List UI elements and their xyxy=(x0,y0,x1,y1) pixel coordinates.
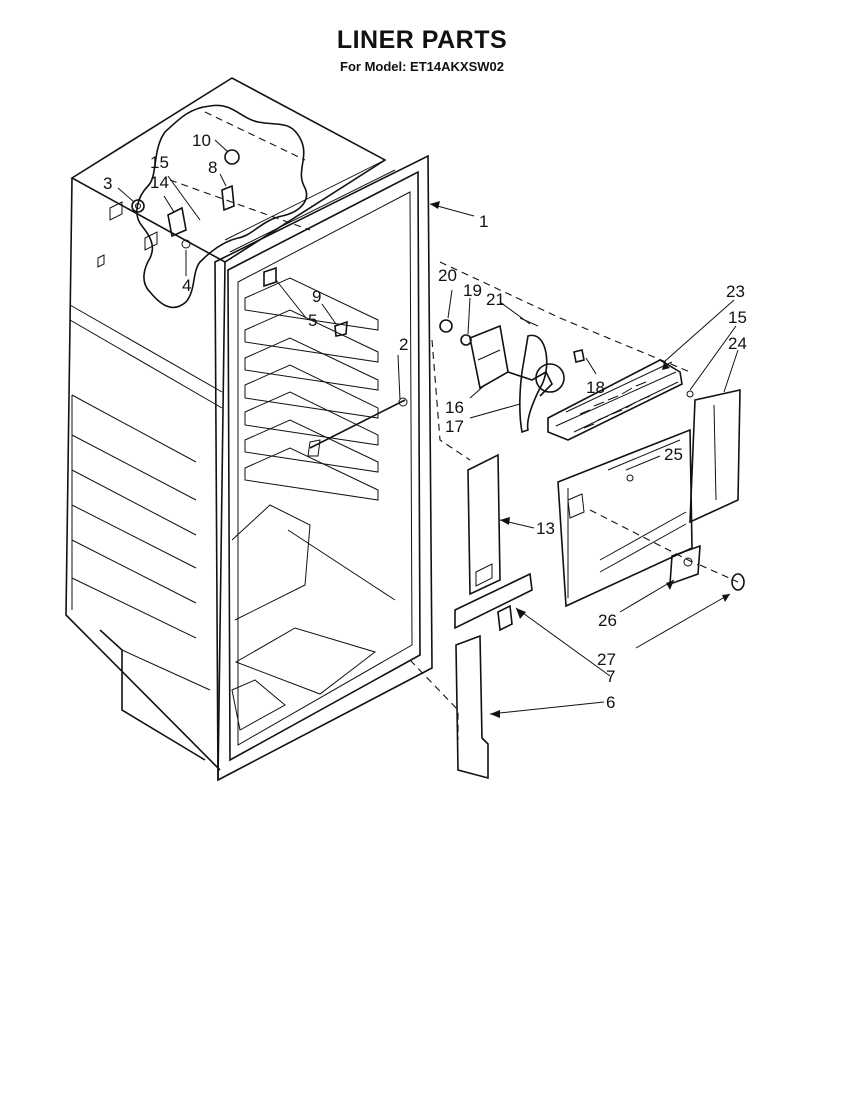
callout-labels: 1 2 3 4 5 6 7 8 9 10 13 14 15 15 16 17 1… xyxy=(103,131,747,712)
callout-9: 9 xyxy=(312,287,321,306)
callout-21: 21 xyxy=(486,290,505,309)
leader-lines xyxy=(117,139,739,715)
callout-16: 16 xyxy=(445,398,464,417)
cabinet-shell xyxy=(65,77,387,781)
callout-23: 23 xyxy=(726,282,745,301)
callout-24: 24 xyxy=(728,334,747,353)
back-panel xyxy=(689,388,741,524)
callout-10: 10 xyxy=(192,131,211,150)
callout-19: 19 xyxy=(463,281,482,300)
callout-6: 6 xyxy=(606,693,615,712)
callout-3: 3 xyxy=(103,174,112,193)
callout-4: 4 xyxy=(182,276,191,295)
assembly-guide-lines xyxy=(409,261,739,740)
callout-25: 25 xyxy=(664,445,683,464)
vent-grille xyxy=(547,359,694,441)
diagram-title: LINER PARTS xyxy=(336,26,508,54)
model-subtitle: For Model: ET14AKXSW02 xyxy=(340,59,504,74)
callout-17: 17 xyxy=(445,417,464,436)
callout-18: 18 xyxy=(586,378,605,397)
callout-13: 13 xyxy=(536,519,555,538)
leader-arrowheads xyxy=(430,201,730,718)
fan-assembly xyxy=(439,317,585,434)
callout-7: 7 xyxy=(606,667,615,686)
callout-5: 5 xyxy=(308,311,317,330)
interior-shelves xyxy=(231,277,396,731)
callout-2: 2 xyxy=(399,335,408,354)
small-parts xyxy=(131,149,408,457)
liner-frame xyxy=(214,154,433,782)
callout-14: 14 xyxy=(150,173,169,192)
callout-27: 27 xyxy=(597,650,616,669)
evaporator-cover xyxy=(557,428,745,608)
callout-20: 20 xyxy=(438,266,457,285)
callout-26: 26 xyxy=(598,611,617,630)
top-cutaway xyxy=(136,104,311,309)
callout-15-grille: 15 xyxy=(728,308,747,327)
duct-parts xyxy=(454,453,533,780)
callout-15-cabinet: 15 xyxy=(150,153,169,172)
callout-1: 1 xyxy=(479,212,488,231)
callout-8: 8 xyxy=(208,158,217,177)
